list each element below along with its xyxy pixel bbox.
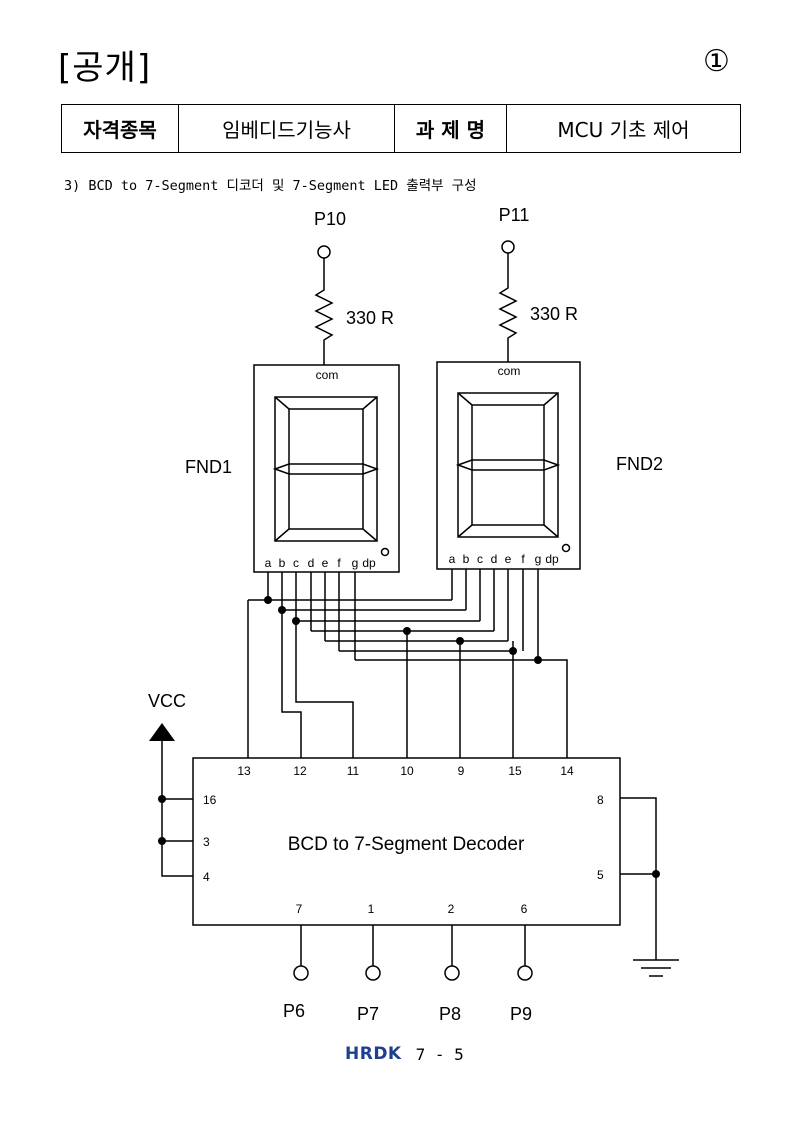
svg-text:dp: dp bbox=[362, 556, 376, 570]
label-task: 과 제 명 bbox=[394, 104, 507, 153]
p7-label: P7 bbox=[357, 1004, 379, 1024]
p11-terminal bbox=[501, 240, 515, 254]
hrdk-logo: HRDK bbox=[345, 1044, 402, 1064]
figure-caption: 3) BCD to 7-Segment 디코더 및 7-Segment LED … bbox=[64, 178, 477, 194]
svg-text:c: c bbox=[293, 556, 299, 570]
doc-title: [공개] bbox=[58, 48, 152, 88]
bus-f bbox=[339, 641, 514, 652]
fnd1-segment-g bbox=[272, 463, 380, 475]
p6-label: P6 bbox=[283, 1001, 305, 1021]
svg-text:8: 8 bbox=[597, 793, 604, 807]
svg-text:b: b bbox=[463, 552, 470, 566]
fnd1-com-label: com bbox=[316, 368, 339, 382]
svg-text:a: a bbox=[449, 552, 456, 566]
p11-label: P11 bbox=[499, 205, 530, 225]
info-table: 자격종목 임베디드기능사 과 제 명 MCU 기초 제어 bbox=[61, 104, 741, 153]
svg-text:16: 16 bbox=[203, 793, 217, 807]
fnd2-com-label: com bbox=[498, 364, 521, 378]
page-badge: ① bbox=[703, 44, 730, 79]
svg-text:3: 3 bbox=[203, 835, 210, 849]
p8-terminal bbox=[444, 965, 460, 981]
svg-text:g: g bbox=[535, 552, 542, 566]
svg-text:6: 6 bbox=[521, 902, 528, 916]
fnd2-digit-outer bbox=[457, 392, 559, 538]
svg-text:g: g bbox=[352, 556, 359, 570]
fnd1-digit-outer bbox=[274, 396, 378, 542]
fnd1-label: FND1 bbox=[185, 457, 232, 477]
svg-text:f: f bbox=[337, 556, 341, 570]
fnd1-resistor-label: 330 R bbox=[346, 308, 394, 328]
vcc-label: VCC bbox=[148, 691, 186, 711]
svg-text:11: 11 bbox=[347, 764, 360, 778]
p8-label: P8 bbox=[439, 1004, 461, 1024]
fnd1-digit-inner bbox=[288, 408, 364, 530]
svg-text:d: d bbox=[308, 556, 315, 570]
svg-text:1: 1 bbox=[368, 902, 375, 916]
svg-text:15: 15 bbox=[508, 764, 522, 778]
svg-text:e: e bbox=[505, 552, 512, 566]
svg-text:a: a bbox=[265, 556, 272, 570]
svg-text:10: 10 bbox=[400, 764, 414, 778]
svg-text:14: 14 bbox=[560, 764, 574, 778]
svg-text:4: 4 bbox=[203, 870, 210, 884]
value-task: MCU 기초 제어 bbox=[506, 104, 741, 153]
fnd2-resistor-label: 330 R bbox=[530, 304, 578, 324]
fnd2-segment-g bbox=[455, 459, 561, 471]
p10-label: P10 bbox=[314, 209, 346, 229]
svg-text:d: d bbox=[491, 552, 498, 566]
page-footer: HRDK 7 - 5 bbox=[345, 1043, 464, 1065]
decoder-title: BCD to 7-Segment Decoder bbox=[288, 834, 525, 855]
page-number: 7 - 5 bbox=[415, 1044, 464, 1064]
svg-text:12: 12 bbox=[293, 764, 307, 778]
fnd2-digit-inner bbox=[471, 404, 545, 526]
svg-text:dp: dp bbox=[545, 552, 559, 566]
svg-text:c: c bbox=[477, 552, 483, 566]
svg-text:13: 13 bbox=[237, 764, 251, 778]
svg-text:f: f bbox=[521, 552, 525, 566]
svg-text:9: 9 bbox=[458, 764, 465, 778]
svg-text:7: 7 bbox=[296, 902, 303, 916]
svg-text:b: b bbox=[279, 556, 286, 570]
svg-text:5: 5 bbox=[597, 868, 604, 882]
fnd2-resistor bbox=[498, 253, 518, 362]
fnd2-label: FND2 bbox=[616, 454, 663, 474]
vcc-symbol bbox=[149, 723, 175, 741]
svg-text:2: 2 bbox=[448, 902, 455, 916]
fnd1-body bbox=[253, 364, 400, 573]
p10-terminal bbox=[317, 245, 331, 259]
p6-terminal bbox=[293, 965, 309, 981]
p9-terminal bbox=[517, 965, 533, 981]
fnd1-resistor bbox=[314, 258, 334, 365]
svg-text:e: e bbox=[322, 556, 329, 570]
p7-terminal bbox=[365, 965, 381, 981]
junctions bbox=[158, 596, 660, 878]
label-category: 자격종목 bbox=[61, 104, 179, 153]
p9-label: P9 bbox=[510, 1004, 532, 1024]
